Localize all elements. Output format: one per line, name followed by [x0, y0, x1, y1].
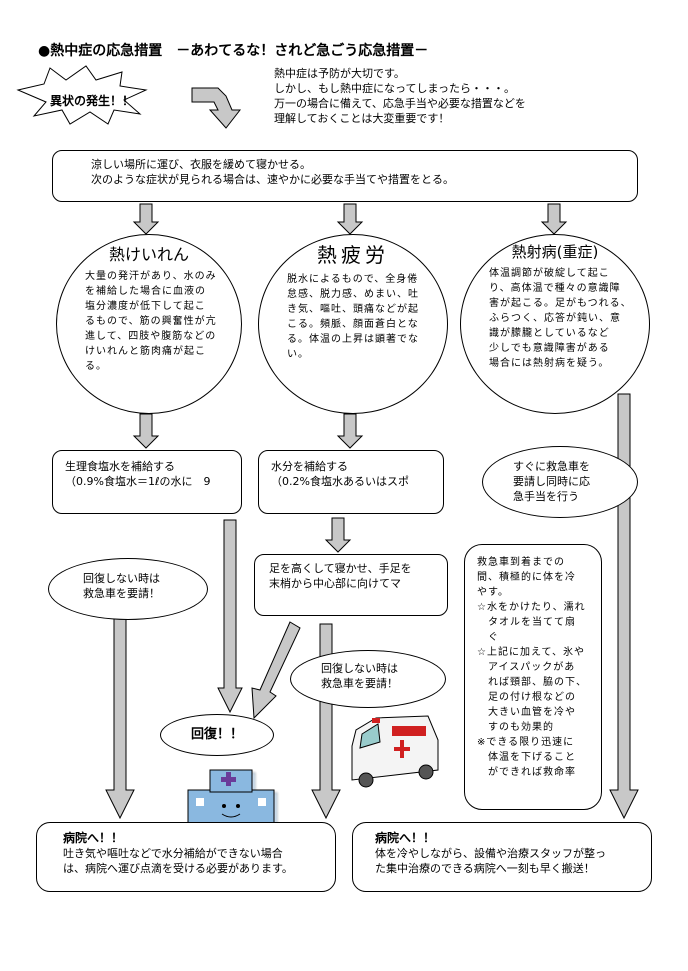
hospital-left-title: 病院へ！！: [63, 831, 124, 845]
heat-cramps-title: 熱けいれん: [108, 245, 189, 264]
water-box: 水分を補給する（0.2%食塩水あるいはスポ: [258, 450, 444, 514]
burst-label: 異状の発生！！: [50, 94, 135, 108]
hospital-building-icon: [187, 769, 275, 829]
recovery-ellipse: 回復！！: [160, 714, 274, 756]
page-title: ●熱中症の応急措置 －あわてるな！されど急ごう応急措置－: [38, 43, 429, 59]
cramps-not-recovered-ellipse: 回復しない時は救急車を要請！: [48, 558, 208, 620]
bent-arrow: [191, 87, 242, 129]
arrow-to-exhaustion: [336, 203, 364, 235]
recovery-label: 回復！！: [190, 727, 243, 742]
hospital-box-right: 病院へ！！ 体を冷やしながら、設備や治療スタッフが整った集中治療のできる病院へ一…: [352, 822, 652, 892]
saline-box: 生理食塩水を補給する（0.9%食塩水＝1ℓの水に 9: [52, 450, 242, 514]
arrow-to-cramps: [132, 203, 160, 235]
hospital-right-title: 病院へ！！: [375, 831, 436, 845]
arrow-exhaustion-not-recovered: [311, 623, 341, 820]
exhaustion-not-recovered-ellipse: 回復しない時は救急車を要請！: [290, 650, 446, 708]
ambulance-icon: [351, 715, 439, 788]
arrow-to-saline: [132, 413, 160, 449]
heatstroke-title: 熱射病(重症): [511, 243, 599, 261]
arrow-elevate-recovery: [251, 621, 301, 720]
first-aid-box: 涼しい場所に運び、衣服を緩めて寝かせる。次のような症状が見られる場合は、速やかに…: [52, 150, 638, 202]
hospital-box-left: 病院へ！！ 吐き気や嘔吐などで水分補給ができない場合は、病院へ運び点滴を受ける必…: [36, 822, 336, 892]
arrow-to-elevate: [324, 517, 352, 553]
elevate-legs-box: 足を高くして寝かせ、手足を末梢から中心部に向けてマ: [254, 554, 448, 616]
call-ambulance-ellipse: すぐに救急車を要請し同時に応急手当を行う: [482, 446, 638, 518]
cooling-care-box: 救急車到着までの間、積極的に体を冷やす。 ☆水をかけたり、濡れ タオルを当てて扇…: [464, 544, 602, 810]
heat-cramps-circle: 熱けいれん 大量の発汗があり、水のみを補給した場合に血液の塩分濃度が低下して起こ…: [56, 234, 242, 414]
heatstroke-circle: 熱射病(重症) 体温調節が破綻して起こり、高体温で種々の意識障害が起こる。足がも…: [460, 234, 650, 414]
heat-exhaustion-title: 熱疲労: [317, 243, 389, 267]
arrow-to-heatstroke: [540, 203, 568, 235]
arrow-to-water: [336, 413, 364, 449]
arrow-heatstroke-down: [609, 393, 639, 820]
alert-burst-icon: [16, 65, 148, 125]
arrow-cramps-recovery: [217, 519, 243, 714]
heat-exhaustion-circle: 熱疲労 脱水によるもので、全身倦怠感、脱力感、めまい、吐き気、嘔吐、頭痛などが起…: [258, 234, 448, 414]
intro-text: 熱中症は予防が大切です。しかし、もし熱中症になってしまったら・・・。 万一の場合…: [274, 67, 526, 125]
